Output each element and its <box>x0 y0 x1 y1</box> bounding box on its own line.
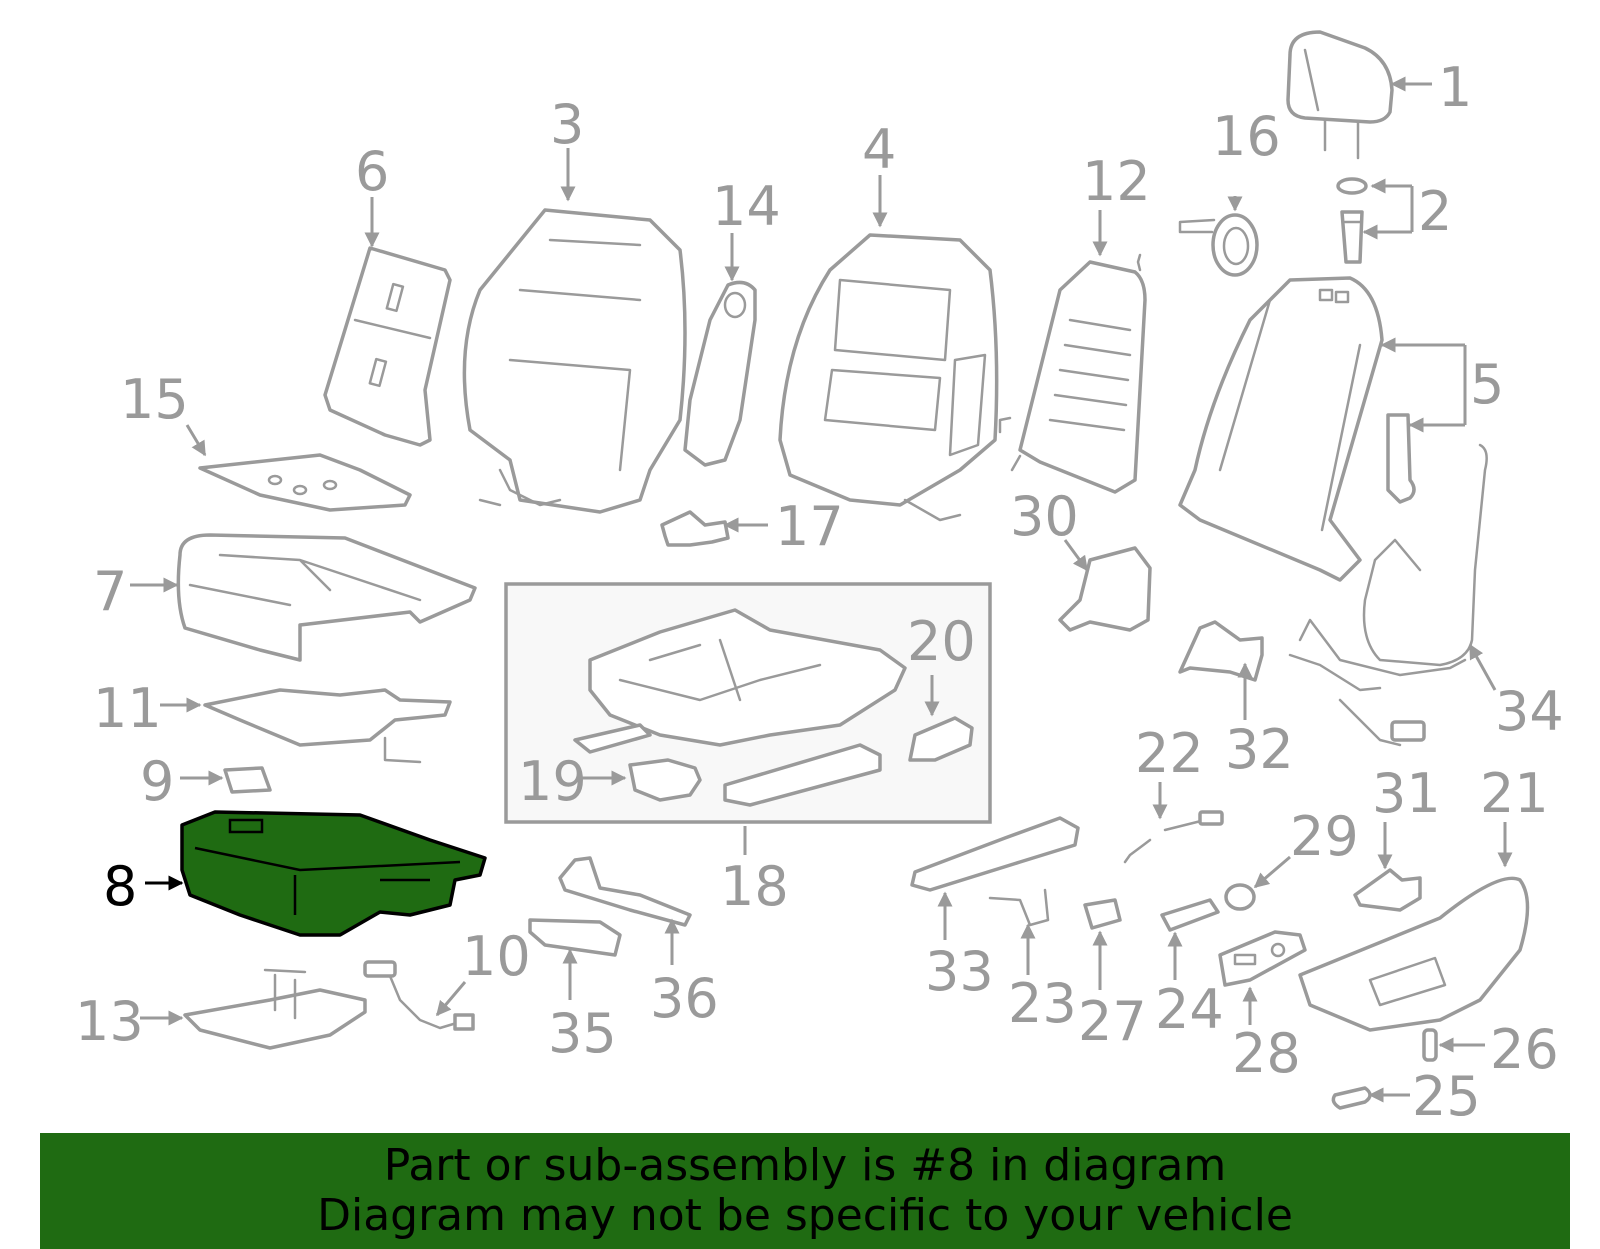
label-33[interactable]: 33 <box>925 940 994 1003</box>
part-4-back-cushion[interactable] <box>778 233 999 522</box>
part-32-bracket[interactable] <box>1178 620 1264 682</box>
label-28[interactable]: 28 <box>1232 1022 1301 1085</box>
label-25[interactable]: 25 <box>1412 1065 1481 1128</box>
part-2-headrest-guide[interactable] <box>1336 177 1368 264</box>
label-20[interactable]: 20 <box>907 610 976 673</box>
part-3-back-cover[interactable] <box>462 208 687 514</box>
label-18[interactable]: 18 <box>720 855 789 918</box>
banner-line-2: Diagram may not be specific to your vehi… <box>317 1190 1293 1241</box>
part-33-trim[interactable] <box>910 816 1080 892</box>
label-9[interactable]: 9 <box>140 750 174 813</box>
leader-lines <box>130 76 1513 1103</box>
label-19[interactable]: 19 <box>518 750 587 813</box>
part-9-pad[interactable] <box>223 766 272 794</box>
label-36[interactable]: 36 <box>650 967 719 1030</box>
part-17-bracket[interactable] <box>660 510 730 547</box>
label-17[interactable]: 17 <box>775 495 844 558</box>
part-31-bracket[interactable] <box>1353 868 1422 912</box>
label-29[interactable]: 29 <box>1290 805 1359 868</box>
part-7-cushion-cover[interactable] <box>176 533 477 662</box>
label-35[interactable]: 35 <box>548 1002 617 1065</box>
label-15[interactable]: 15 <box>120 368 189 431</box>
part-19-motor[interactable] <box>628 758 702 802</box>
label-4[interactable]: 4 <box>862 118 896 181</box>
part-22-cable[interactable] <box>1123 810 1224 864</box>
part-15-pad[interactable] <box>198 453 412 512</box>
label-11[interactable]: 11 <box>93 677 162 740</box>
info-banner: Part or sub-assembly is #8 in diagram Di… <box>40 1133 1570 1249</box>
part-11-heater-mat[interactable] <box>203 688 452 764</box>
part-10-harness[interactable] <box>363 960 475 1031</box>
part-29-knob[interactable] <box>1224 883 1256 911</box>
part-20-motor[interactable] <box>908 716 974 762</box>
part-21-side-shield[interactable] <box>1298 876 1530 1032</box>
part-28-switch-panel[interactable] <box>1218 930 1307 987</box>
part-25-cap[interactable] <box>1331 1086 1372 1110</box>
callout-labels: 1 2 3 4 5 6 7 8 9 10 11 12 13 14 15 16 1… <box>75 56 1564 1128</box>
label-26[interactable]: 26 <box>1490 1018 1559 1081</box>
label-5[interactable]: 5 <box>1470 353 1504 416</box>
part-35-bracket[interactable] <box>528 918 622 957</box>
part-5-recliner[interactable] <box>1386 413 1416 504</box>
part-24-switch[interactable] <box>1160 898 1220 932</box>
label-24[interactable]: 24 <box>1155 978 1224 1041</box>
label-30[interactable]: 30 <box>1010 485 1079 548</box>
label-10[interactable]: 10 <box>462 925 531 988</box>
label-23[interactable]: 23 <box>1008 972 1077 1035</box>
part-12-spring-mat[interactable] <box>998 253 1147 494</box>
part-18-frame-assembly-box[interactable] <box>504 582 992 824</box>
label-22[interactable]: 22 <box>1135 722 1204 785</box>
part-27-clip[interactable] <box>1083 898 1122 930</box>
label-21[interactable]: 21 <box>1480 762 1549 825</box>
label-13[interactable]: 13 <box>75 990 144 1053</box>
part-1-headrest[interactable] <box>1286 30 1394 160</box>
label-12[interactable]: 12 <box>1082 150 1151 213</box>
label-32[interactable]: 32 <box>1225 718 1294 781</box>
part-34-harness[interactable] <box>1288 443 1488 747</box>
label-7[interactable]: 7 <box>93 560 127 623</box>
part-26-clip[interactable] <box>1422 1028 1438 1062</box>
part-23-cable[interactable] <box>988 888 1050 927</box>
part-36-bracket[interactable] <box>558 856 692 927</box>
label-2[interactable]: 2 <box>1418 180 1452 243</box>
part-8-cushion-pad[interactable] <box>180 810 487 937</box>
label-31[interactable]: 31 <box>1372 762 1441 825</box>
part-16-ring[interactable] <box>1178 213 1259 277</box>
label-16[interactable]: 16 <box>1212 105 1281 168</box>
banner-line-1: Part or sub-assembly is #8 in diagram <box>383 1140 1227 1191</box>
label-14[interactable]: 14 <box>712 175 781 238</box>
part-30-bracket[interactable] <box>1058 546 1152 632</box>
label-6[interactable]: 6 <box>355 140 389 203</box>
label-34[interactable]: 34 <box>1495 680 1564 743</box>
part-5-back-frame[interactable] <box>1178 276 1384 582</box>
label-1[interactable]: 1 <box>1438 56 1472 119</box>
label-27[interactable]: 27 <box>1078 990 1147 1053</box>
label-3[interactable]: 3 <box>550 93 584 156</box>
part-13-tray[interactable] <box>183 968 367 1050</box>
label-8[interactable]: 8 <box>103 855 137 918</box>
part-14-side-panel[interactable] <box>683 280 757 467</box>
part-6-back-panel[interactable] <box>323 246 452 447</box>
